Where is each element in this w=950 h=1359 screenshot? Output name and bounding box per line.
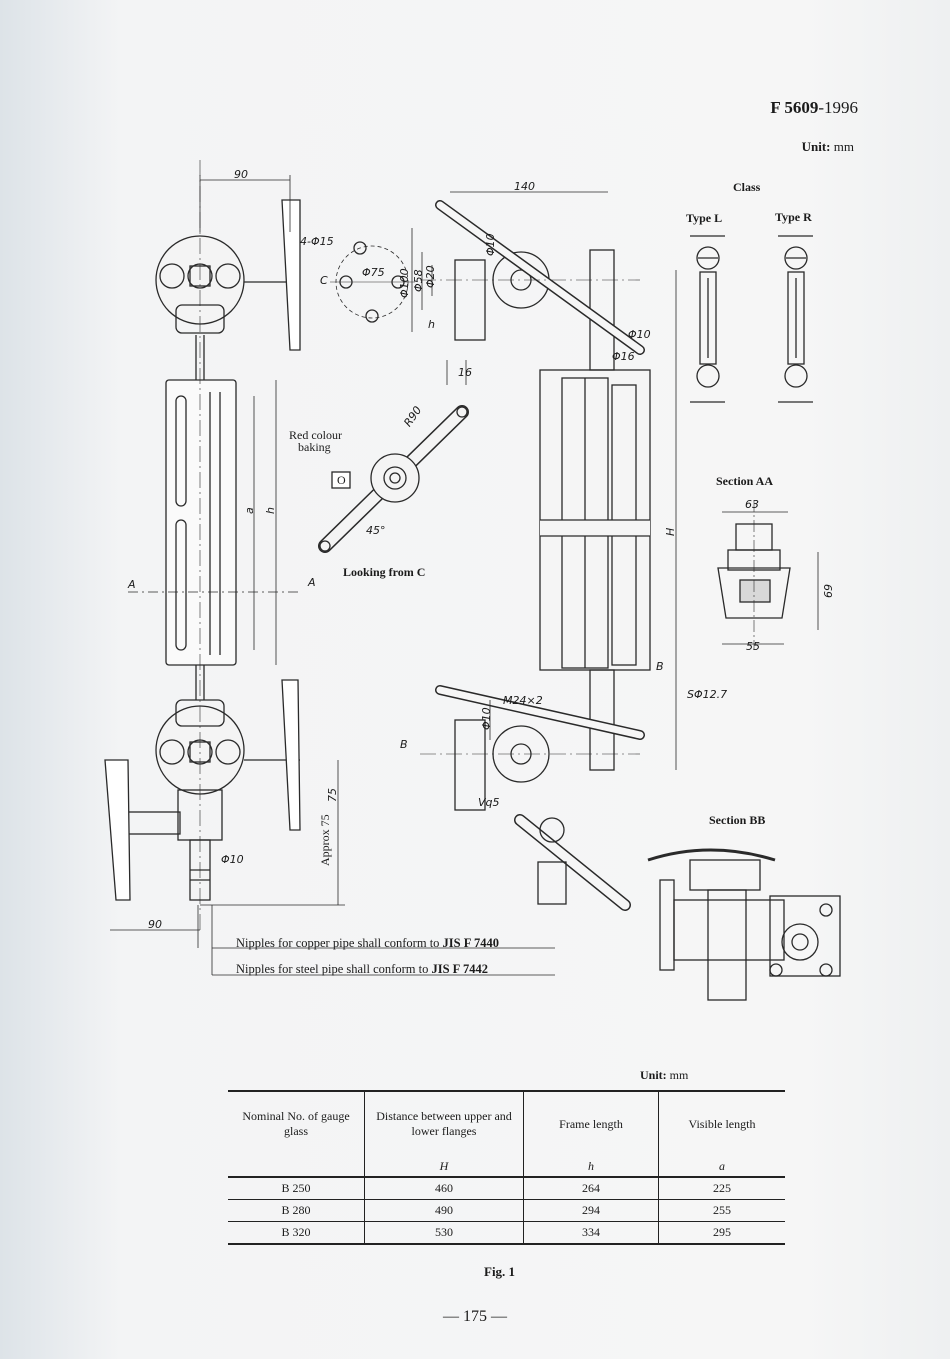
cell-a: 225 — [658, 1177, 785, 1200]
class-types — [690, 235, 813, 403]
section-b-marker-left: B — [400, 738, 408, 751]
document-code: F 5609-1996 — [770, 98, 858, 117]
dim-h: h — [264, 507, 277, 514]
symbol-H: H — [364, 1156, 524, 1178]
dim-phi10-right: Φ10 — [628, 328, 651, 341]
cell-nominal: B 280 — [228, 1199, 365, 1222]
dim-90-bottom: 90 — [148, 918, 162, 931]
dim-4-phi15: 4-Φ15 — [300, 235, 334, 248]
left-gauge-view — [104, 160, 555, 976]
copper-nipple-note: Nipples for copper pipe shall conform to… — [236, 936, 500, 950]
symbol-nominal — [228, 1156, 365, 1178]
cell-H: 460 — [364, 1177, 524, 1200]
section-aa — [717, 500, 819, 650]
section-aa-label: Section AA — [716, 474, 773, 488]
header-nominal: Nominal No. of gauge glass — [228, 1090, 365, 1156]
front-view — [411, 191, 677, 911]
table-row: B 320 530 334 295 — [228, 1221, 785, 1245]
dim-63: 63 — [745, 498, 759, 511]
technical-drawing — [104, 160, 841, 1001]
approx-75-label: Approx 75 — [318, 814, 332, 866]
dim-phi16: Φ16 — [612, 350, 635, 363]
table-row: B 250 460 264 225 — [228, 1177, 785, 1200]
type-l-label: Type L — [686, 211, 723, 225]
symbol-a: a — [658, 1156, 785, 1178]
dim-m24x2: M24×2 — [503, 694, 543, 707]
dim-phi100: Φ100 — [398, 268, 411, 298]
cell-nominal: B 250 — [228, 1177, 365, 1200]
flange-hole-detail — [330, 241, 415, 323]
page-number: — 175 — — [443, 1308, 507, 1325]
baking-label: baking — [298, 440, 331, 454]
header-visible-length: Visible length — [658, 1090, 785, 1156]
looking-from-c-label: Looking from C — [343, 565, 426, 579]
dim-phi75: Φ75 — [362, 266, 385, 279]
dim-vq5: Vq5 — [478, 796, 500, 809]
symbol-h: h — [523, 1156, 659, 1178]
section-bb — [647, 848, 841, 1001]
red-colour-label: Red colour — [289, 428, 342, 442]
figure-caption: Fig. 1 — [484, 1264, 516, 1279]
table-unit-label: Unit: mm — [640, 1068, 689, 1082]
dim-55: 55 — [746, 640, 760, 653]
cell-h: 334 — [523, 1221, 659, 1245]
dim-69: 69 — [822, 584, 835, 598]
dimension-table: Nominal No. of gauge glass Distance betw… — [228, 1090, 785, 1245]
dim-16: 16 — [458, 366, 472, 379]
cell-a: 255 — [658, 1199, 785, 1222]
marker-o: O — [337, 473, 346, 487]
type-r-label: Type R — [775, 210, 812, 224]
dim-45-deg: 45° — [366, 524, 386, 537]
dim-a: a — [243, 507, 256, 514]
dim-sphi12-7: SΦ12.7 — [687, 688, 728, 701]
dim-phi20: Φ20 — [424, 265, 437, 288]
cell-a: 295 — [658, 1221, 785, 1245]
section-a-marker-left: A — [128, 578, 136, 591]
dim-75: 75 — [326, 788, 339, 802]
cell-H: 490 — [364, 1199, 524, 1222]
dim-phi10-bottom: Φ10 — [480, 707, 493, 730]
dim-H: H — [664, 527, 677, 536]
table-row: B 280 490 294 255 — [228, 1199, 785, 1222]
class-label: Class — [733, 180, 761, 194]
header-distance: Distance between upper and lower flanges — [364, 1090, 524, 1156]
cell-nominal: B 320 — [228, 1221, 365, 1245]
section-a-marker-right: A — [308, 576, 316, 589]
cell-h: 294 — [523, 1199, 659, 1222]
cell-H: 530 — [364, 1221, 524, 1245]
dim-phi10-drain: Φ10 — [221, 853, 244, 866]
dim-140: 140 — [514, 180, 535, 193]
steel-nipple-note: Nipples for steel pipe shall conform to … — [236, 962, 488, 976]
section-bb-label: Section BB — [709, 813, 766, 827]
cell-h: 264 — [523, 1177, 659, 1200]
view-c-marker: C — [320, 274, 328, 287]
dim-90-top: 90 — [234, 168, 248, 181]
unit-label: Unit: mm — [801, 139, 854, 154]
looking-from-c-view — [318, 405, 469, 553]
dim-phi10-top: Φ10 — [484, 233, 497, 256]
section-b-marker-right: B — [656, 660, 664, 673]
header-frame-length: Frame length — [523, 1090, 659, 1156]
dim-h-small: h — [428, 318, 435, 331]
